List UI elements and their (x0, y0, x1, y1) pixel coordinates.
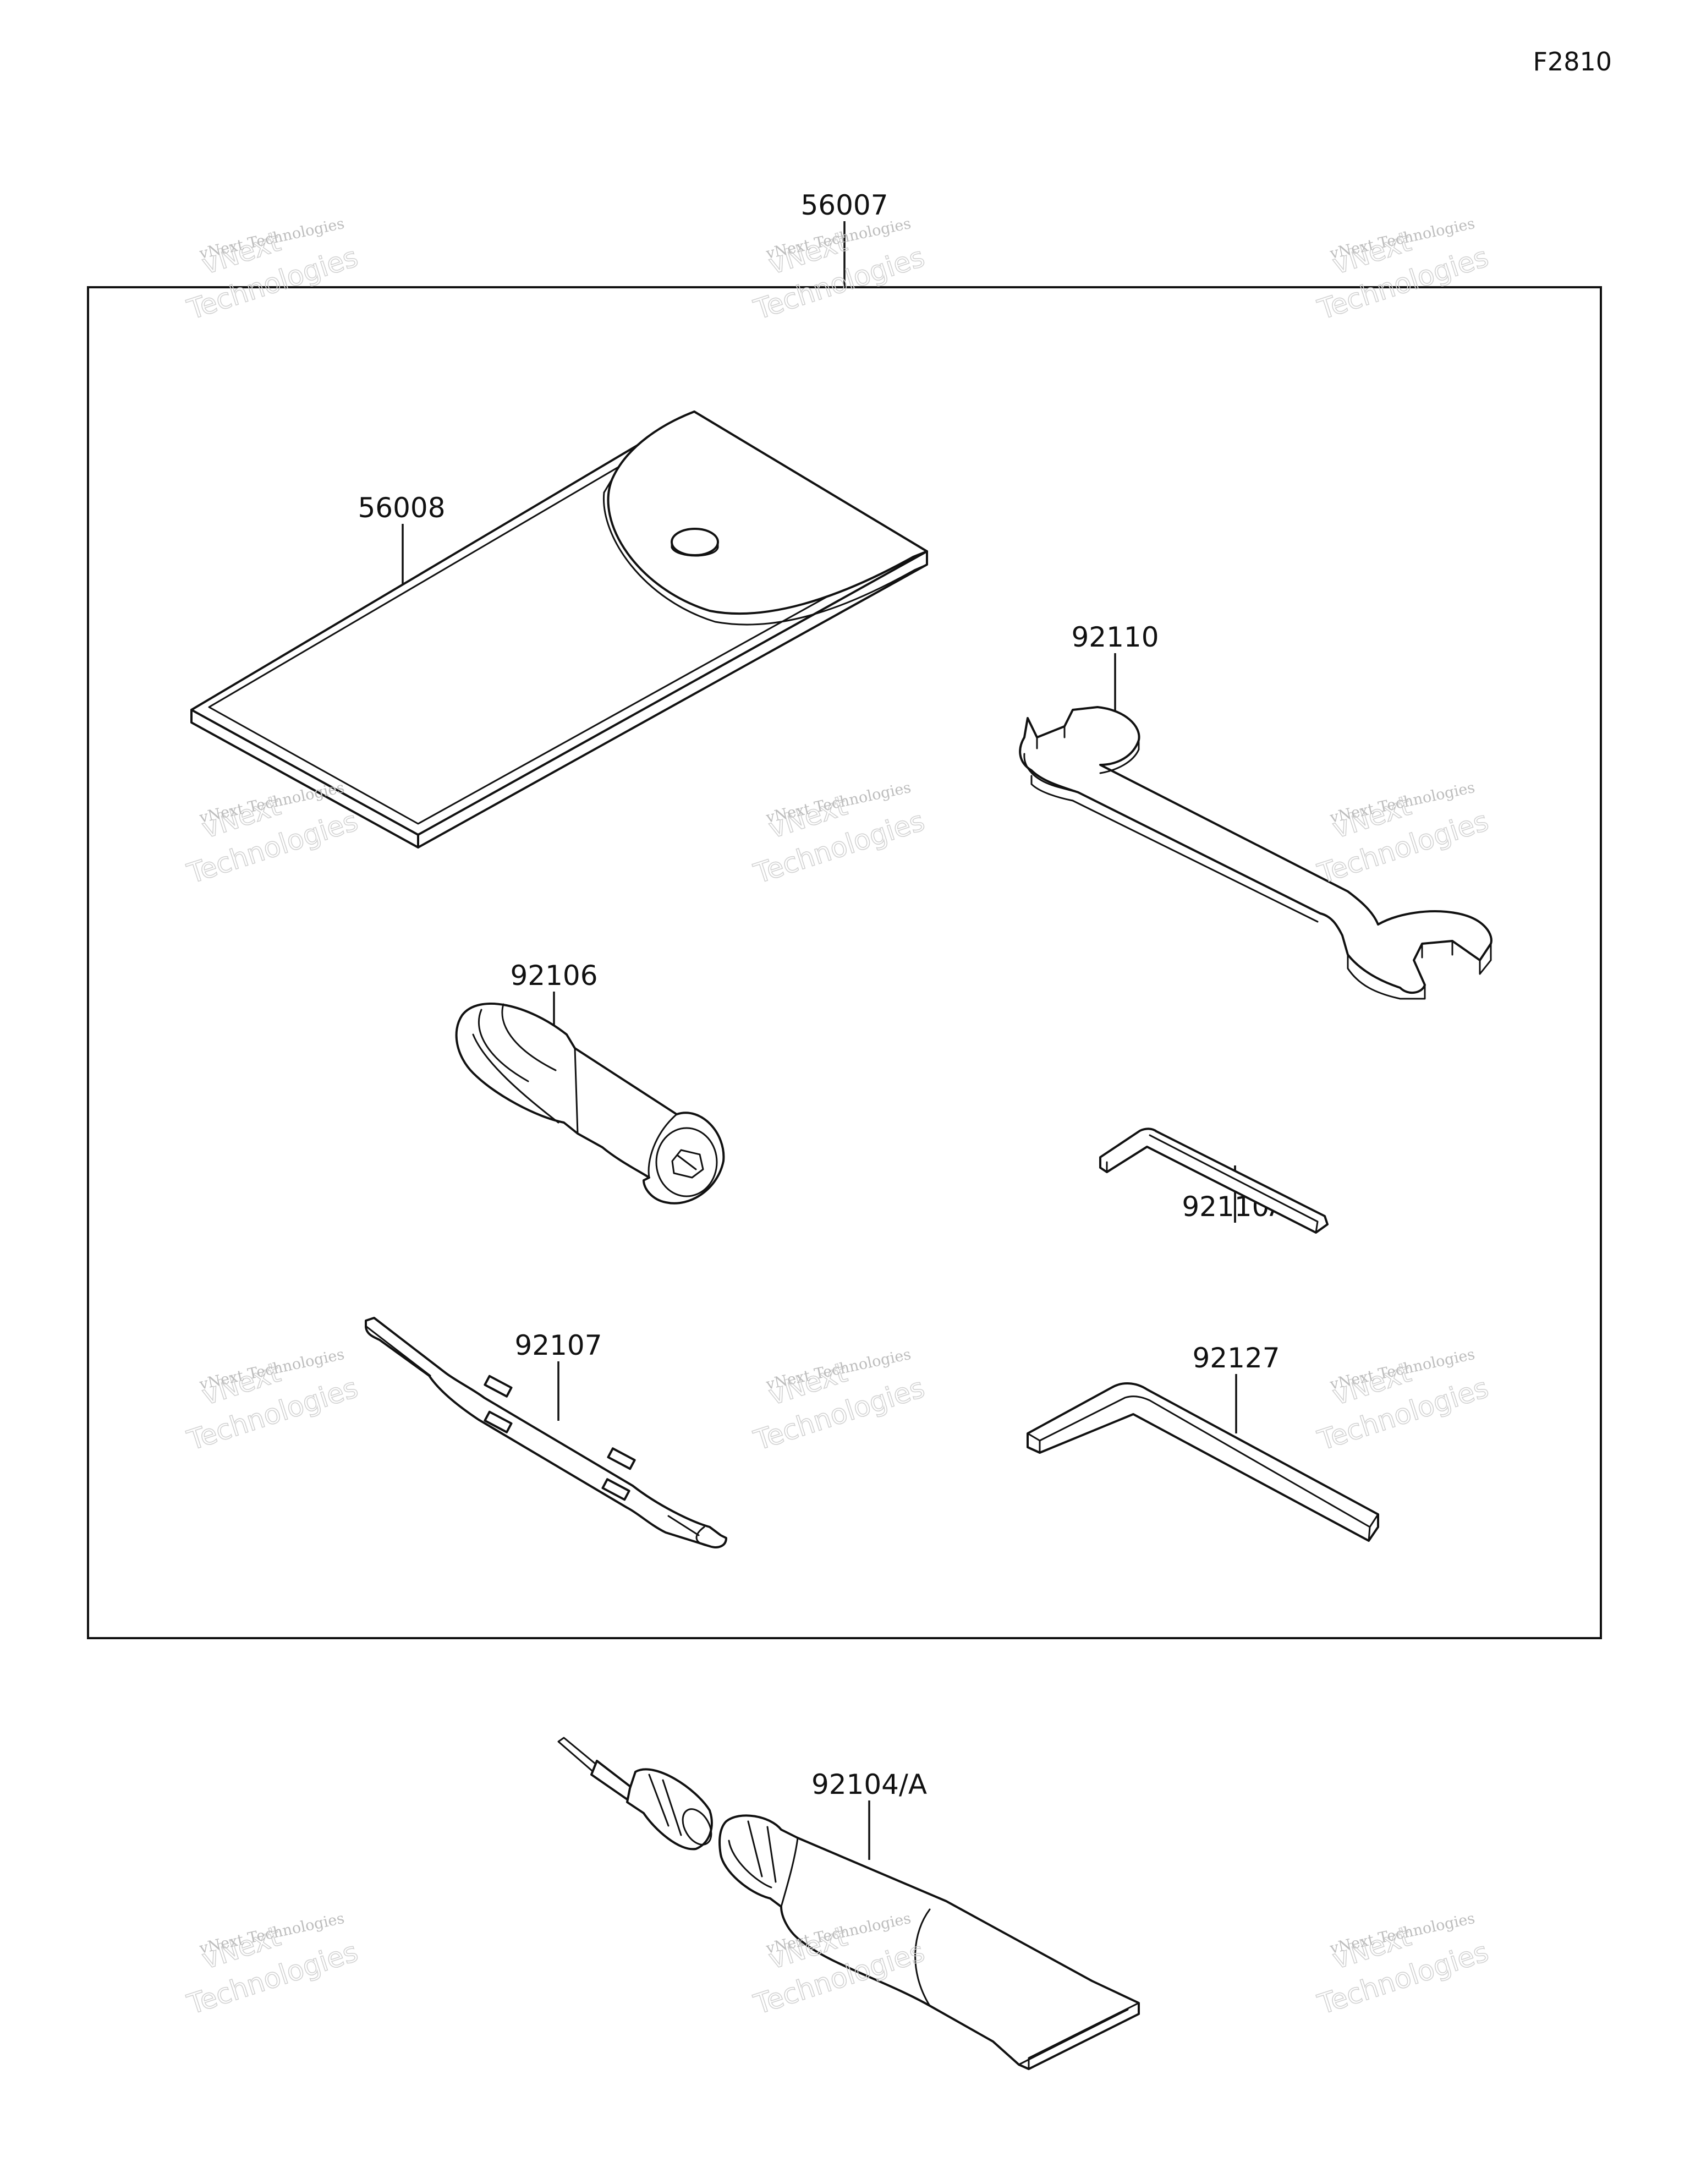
part-number: 92110 (1071, 621, 1159, 653)
open-end-wrench-drawing (1019, 706, 1493, 1000)
small-hex-key-drawing (1099, 1127, 1329, 1234)
watermark-tile: vNext vNext Technologies Technologies (183, 215, 362, 326)
part-number: 92107 (514, 1329, 602, 1361)
part-label-92104-A[interactable]: 92104/A (811, 1769, 927, 1860)
figure-code: F2810 (1533, 47, 1612, 76)
watermark-tile: vNext vNext Technologies Technologies (183, 1910, 362, 2021)
watermark-tile: vNext vNext Technologies Technologies (1313, 1910, 1493, 2021)
tool-pouch-drawing (190, 410, 928, 849)
watermark-tile: vNext vNext Technologies Technologies (183, 779, 362, 890)
large-hex-key-drawing (1027, 1382, 1379, 1542)
part-label-92110[interactable]: 92110 (1071, 621, 1159, 713)
part-number: 92104/A (811, 1769, 927, 1800)
watermark-tile: vNext vNext Technologies Technologies (183, 1346, 362, 1457)
part-number: 92106 (510, 960, 597, 992)
watermark-tile: vNext vNext Technologies Technologies (1313, 1346, 1493, 1457)
screwdriver-drawing (365, 1317, 727, 1548)
part-label-92107[interactable]: 92107 (514, 1329, 602, 1421)
part-label-56008[interactable]: 56008 (358, 492, 446, 584)
part-number: 92127 (1192, 1342, 1280, 1374)
part-label-92127[interactable]: 92127 (1192, 1342, 1280, 1433)
part-number: 56007 (800, 189, 888, 221)
part-number: 56008 (358, 492, 445, 524)
watermark-tile: vNext vNext Technologies Technologies (1313, 215, 1493, 326)
watermark-tile: vNext vNext Technologies Technologies (749, 1910, 929, 2021)
spark-plug-wrench-drawing (455, 1002, 725, 1205)
watermark-tile: vNext vNext Technologies Technologies (749, 1346, 929, 1457)
watermark-tile: vNext vNext Technologies Technologies (1313, 779, 1493, 890)
grease-tube-drawing (557, 1737, 1140, 2070)
watermark-tile: vNext vNext Technologies Technologies (749, 215, 929, 326)
part-label-56007[interactable]: 56007 (800, 189, 888, 287)
watermark-tile: vNext vNext Technologies Technologies (749, 779, 929, 890)
